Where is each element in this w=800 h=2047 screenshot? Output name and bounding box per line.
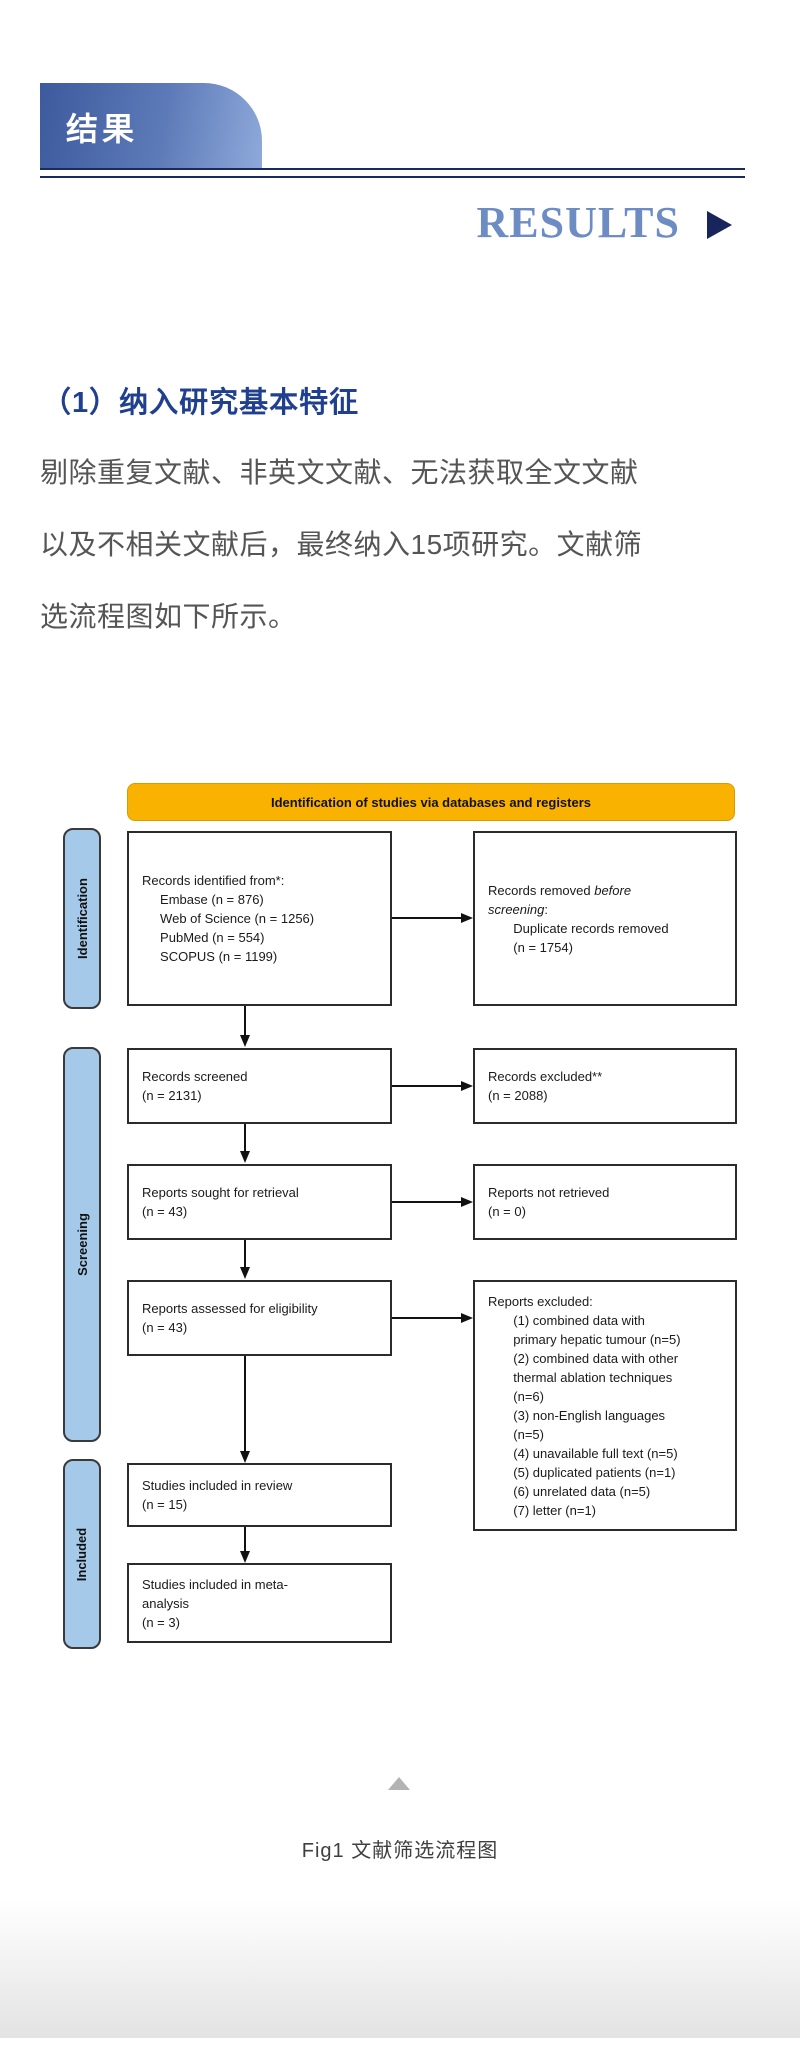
results-title: RESULTS [476,198,680,247]
arrow-right-head-icon [461,1197,473,1207]
flow-box-records-screened: Records screened(n = 2131) [127,1048,392,1124]
flow-box-text: Studies included in meta-analysis(n = 3) [142,1576,288,1630]
flow-box-studies-included-meta: Studies included in meta-analysis(n = 3) [127,1563,392,1643]
flow-title-bar: Identification of studies via databases … [127,783,735,821]
arrow-down-icon [244,1240,246,1268]
flow-box-reports-excluded-reasons: Reports excluded: (1) combined data with… [473,1280,737,1531]
forward-triangle-icon [707,211,732,239]
flow-box-reports-assessed: Reports assessed for eligibility(n = 43) [127,1280,392,1356]
collapse-triangle-icon [388,1777,410,1790]
figure-caption: Fig1 文献筛选流程图 [301,1840,499,1862]
flow-box-records-excluded: Records excluded**(n = 2088) [473,1048,737,1124]
stage-label-text: Included [74,1527,90,1581]
arrow-down-head-icon [240,1451,250,1463]
page-bottom-fade [0,1900,800,2038]
arrow-right-head-icon [461,913,473,923]
divider-line-bottom [40,176,745,178]
arrow-down-icon [244,1006,246,1036]
stage-label-included: Included [63,1459,101,1649]
flow-box-reports-sought: Reports sought for retrieval(n = 43) [127,1164,392,1240]
flow-box-text: Reports not retrieved(n = 0) [488,1185,610,1219]
body-paragraph: 剔除重复文献、非英文文献、无法获取全文文献以及不相关文献后，最终纳入15项研究。… [40,457,643,632]
flow-box-reports-not-retrieved: Reports not retrieved(n = 0) [473,1164,737,1240]
flow-box-text: Records excluded**(n = 2088) [488,1069,603,1103]
flow-box-text: Records screened(n = 2131) [142,1069,248,1103]
arrow-right-icon [392,917,462,919]
arrow-down-head-icon [240,1035,250,1047]
arrow-right-icon [392,1085,462,1087]
arrow-right-head-icon [461,1313,473,1323]
stage-label-screening: Screening [63,1047,101,1442]
flow-box-text: Records identified from*: Embase (n = 87… [142,873,315,964]
stage-label-text: Screening [74,1213,90,1276]
arrow-right-icon [392,1201,462,1203]
arrow-down-icon [244,1124,246,1152]
arrow-right-head-icon [461,1081,473,1091]
arrow-right-icon [392,1317,462,1319]
arrow-down-head-icon [240,1267,250,1279]
flow-box-studies-included-review: Studies included in review(n = 15) [127,1463,392,1527]
results-banner: 结果 [40,83,262,170]
flow-box-text: Reports assessed for eligibility(n = 43) [142,1301,318,1335]
flow-box-text: Reports sought for retrieval(n = 43) [142,1185,299,1219]
divider-line-top [40,168,745,170]
arrow-down-head-icon [240,1151,250,1163]
stage-label-identification: Identification [63,828,101,1009]
arrow-down-icon [244,1356,246,1452]
banner-title: 结果 [66,110,139,147]
stage-label-text: Identification [74,878,90,959]
arrow-down-icon [244,1527,246,1552]
arrow-down-head-icon [240,1551,250,1563]
flow-box-text: Reports excluded: (1) combined data with… [488,1293,681,1518]
flow-box-text: Studies included in review(n = 15) [142,1478,293,1512]
section-heading: （1）纳入研究基本特征 [42,387,360,419]
flow-box-records-identified: Records identified from*: Embase (n = 87… [127,831,392,1006]
